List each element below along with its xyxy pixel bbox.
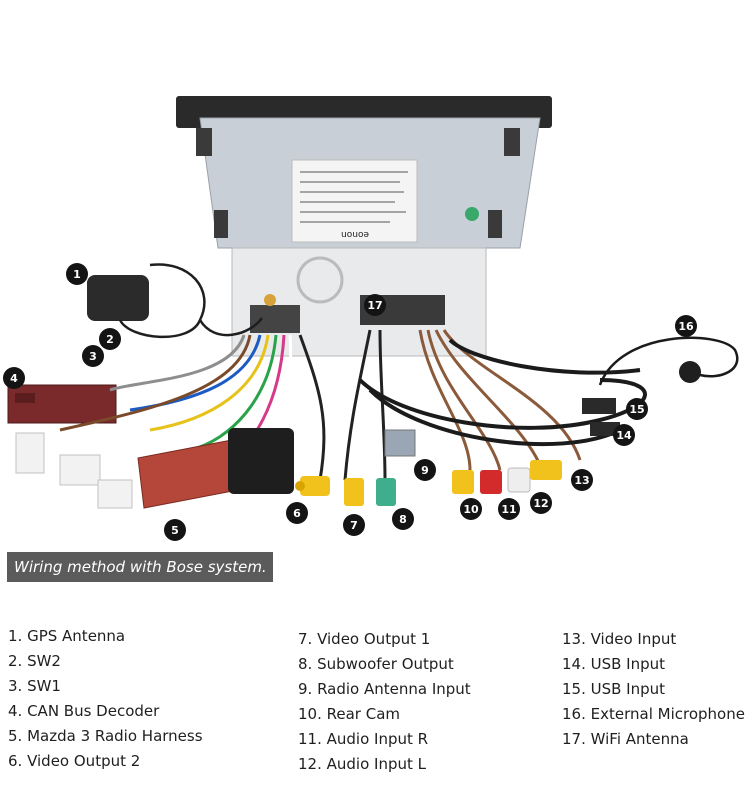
legend-item: 9. Radio Antenna Input [298,680,471,698]
legend-item: 15. USB Input [562,680,666,698]
caption-banner: Wiring method with Bose system. [7,552,273,582]
legend-item: 1. GPS Antenna [8,627,126,645]
callout-1: 1 [66,263,88,285]
legend-item: 4. CAN Bus Decoder [8,702,160,720]
legend-item: 3. SW1 [8,677,61,695]
legend-item: 2. SW2 [8,652,61,670]
callout-12: 12 [530,492,552,514]
callout-13: 13 [571,469,593,491]
callout-10: 10 [460,498,482,520]
callout-17: 17 [364,294,386,316]
callout-11: 11 [498,498,520,520]
legend-item: 12. Audio Input L [298,755,426,773]
callout-2: 2 [99,328,121,350]
callout-4: 4 [3,367,25,389]
callout-7: 7 [343,514,365,536]
usb-plug-1 [582,398,616,414]
legend-column-3: 13. Video Input 14. USB Input 15. USB In… [562,627,745,752]
device-label: eonon [341,229,369,239]
gps-antenna [87,275,149,321]
callout-5: 5 [164,519,186,541]
legend-item: 7. Video Output 1 [298,630,431,648]
chassis-label [291,159,418,243]
can-bus-decoder [7,384,117,424]
legend-item: 8. Subwoofer Output [298,655,454,673]
legend-item: 10. Rear Cam [298,705,401,723]
callout-8: 8 [392,508,414,530]
rca-plugs [295,460,562,506]
black-module [228,428,294,494]
mazda-harness [137,439,239,509]
green-sticker [465,207,479,221]
legend-item: 16. External Microphone [562,705,745,723]
callout-6: 6 [286,502,308,524]
callout-3: 3 [82,345,104,367]
callout-14: 14 [613,424,635,446]
legend-item: 11. Audio Input R [298,730,429,748]
legend-item: 6. Video Output 2 [8,752,141,770]
legend-column-1: 1. GPS Antenna 2. SW2 3. SW1 4. CAN Bus … [8,624,203,774]
callout-9: 9 [414,459,436,481]
callout-15: 15 [626,398,648,420]
legend-item: 17. WiFi Antenna [562,730,689,748]
legend-item: 14. USB Input [562,655,666,673]
microphone [679,361,701,383]
legend-item: 13. Video Input [562,630,677,648]
callout-16: 16 [675,315,697,337]
legend-column-2: 7. Video Output 1 8. Subwoofer Output 9.… [298,627,471,777]
usb-plug-2 [590,422,620,436]
product-photo: eonon [7,96,739,509]
legend-item: 5. Mazda 3 Radio Harness [8,727,203,745]
